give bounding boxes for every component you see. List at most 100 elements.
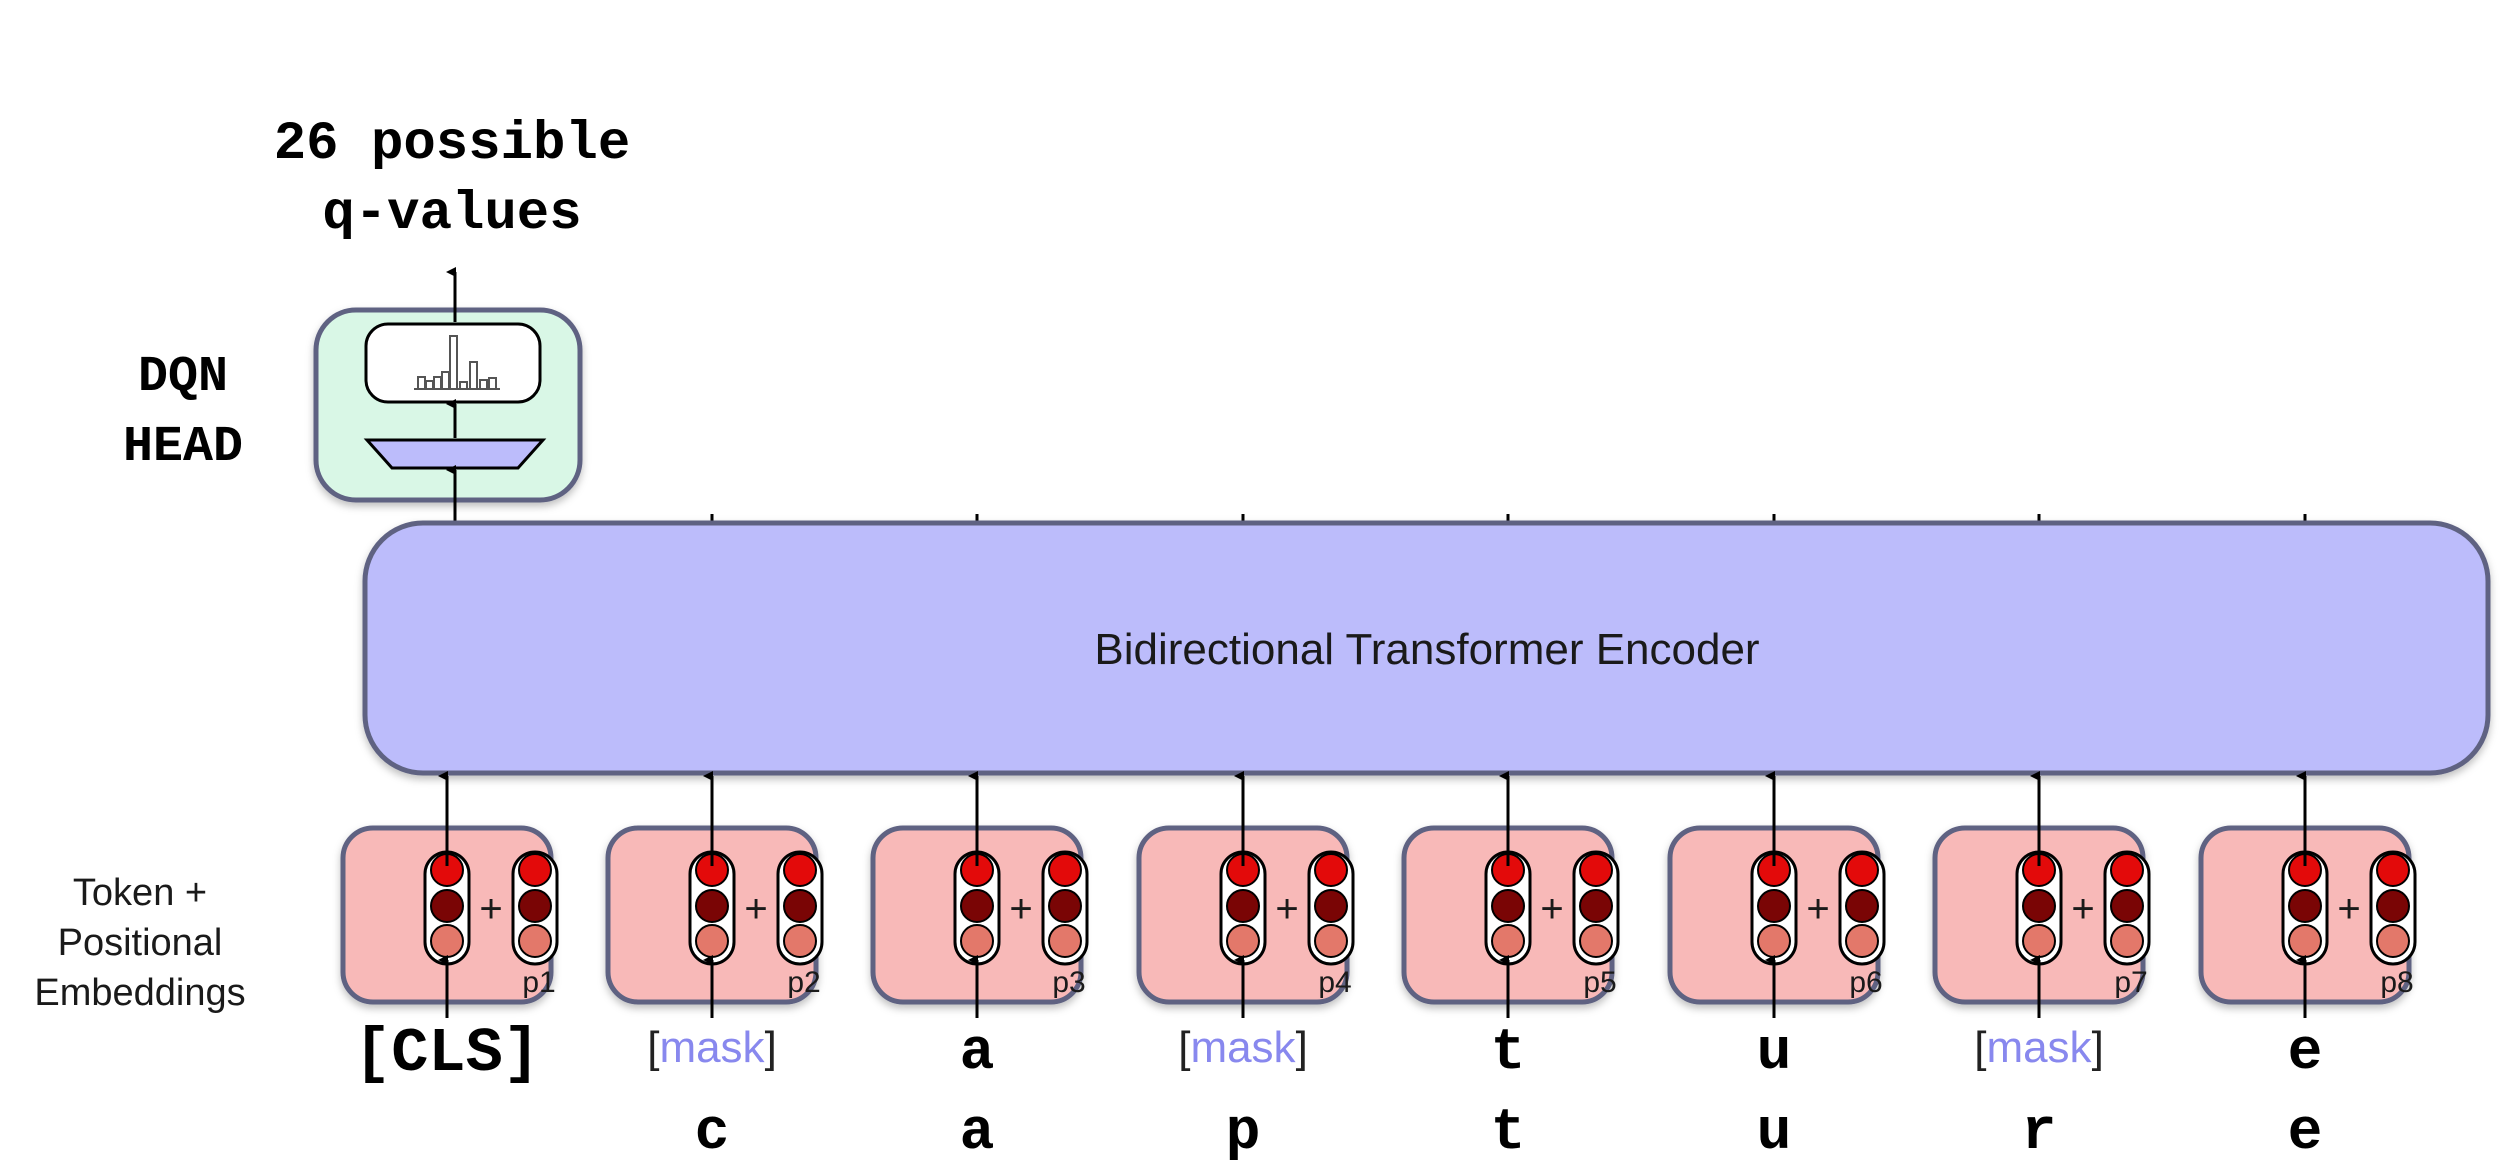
dqn-head-label-line2: HEAD	[123, 419, 243, 476]
embedding-unit	[2110, 853, 2144, 887]
embedding-plus-sign: +	[1540, 887, 1563, 931]
input-token: e	[2288, 1021, 2323, 1086]
embedding-unit	[1579, 924, 1613, 958]
q-values-histogram-icon	[414, 335, 500, 390]
target-letter: a	[960, 1101, 995, 1163]
embedding-block: + p1	[340, 771, 559, 1018]
embedding-block: + p2	[605, 771, 824, 1018]
embedding-unit	[1314, 853, 1348, 887]
mask-bracket-close: ]	[2092, 1023, 2104, 1072]
embedding-plus-sign: +	[744, 887, 767, 931]
embedding-block: + p4	[1136, 771, 1355, 1018]
input-token: a	[960, 1021, 995, 1086]
mask-bracket-open: [	[1974, 1023, 1986, 1072]
position-label: p2	[787, 966, 820, 999]
embeddings-label-line1: Token +	[73, 872, 207, 914]
target-letter: r	[2022, 1101, 2057, 1163]
target-letter: t	[1491, 1101, 1526, 1163]
input-token: u	[1757, 1021, 1792, 1086]
embedding-unit	[518, 924, 552, 958]
dqn-head	[313, 267, 583, 526]
embedding-plus-sign: +	[2337, 887, 2360, 931]
embedding-unit	[1757, 889, 1791, 923]
embedding-unit	[1314, 924, 1348, 958]
position-label: p8	[2380, 966, 2413, 999]
embedding-unit	[695, 924, 729, 958]
embedding-unit	[783, 853, 817, 887]
encoder-label: Bidirectional Transformer Encoder	[1094, 625, 1759, 674]
embedding-unit	[2376, 889, 2410, 923]
embedding-unit	[1226, 889, 1260, 923]
mask-word: mask	[1986, 1023, 2092, 1072]
embedding-unit	[783, 924, 817, 958]
input-token: t	[1491, 1021, 1526, 1086]
position-label: p4	[1318, 966, 1351, 999]
embedding-unit	[960, 889, 994, 923]
target-letter: u	[1757, 1101, 1792, 1163]
embedding-unit	[518, 889, 552, 923]
mask-bracket-close: ]	[765, 1023, 777, 1072]
embedding-unit	[2376, 853, 2410, 887]
embedding-unit	[2288, 889, 2322, 923]
embedding-block: + p5	[1401, 771, 1620, 1018]
mask-bracket-open: [	[647, 1023, 659, 1072]
embedding-unit	[783, 889, 817, 923]
mask-token: [mask]	[1974, 1023, 2104, 1072]
target-letter: p	[1226, 1101, 1261, 1163]
embedding-unit	[1048, 889, 1082, 923]
mask-word: mask	[1190, 1023, 1296, 1072]
embedding-unit	[2288, 924, 2322, 958]
position-label: p7	[2114, 966, 2147, 999]
mask-bracket-open: [	[1178, 1023, 1190, 1072]
mask-bracket-close: ]	[1296, 1023, 1308, 1072]
embedding-unit	[695, 889, 729, 923]
embedding-unit	[2376, 924, 2410, 958]
mask-word: mask	[659, 1023, 765, 1072]
embedding-unit	[1491, 889, 1525, 923]
embedding-unit	[1845, 924, 1879, 958]
embedding-unit	[430, 889, 464, 923]
output-label-line2: q-values	[322, 184, 581, 245]
embedding-block: + p3	[870, 771, 1089, 1018]
position-label: p1	[522, 966, 555, 999]
position-label: p5	[1583, 966, 1616, 999]
encoder-box	[362, 520, 2491, 776]
embedding-unit	[1314, 889, 1348, 923]
embedding-unit	[1048, 853, 1082, 887]
embedding-block: + p6	[1667, 771, 1886, 1018]
output-label-line1: 26 possible	[274, 114, 630, 175]
embedding-unit	[1579, 889, 1613, 923]
embedding-unit	[518, 853, 552, 887]
embedding-plus-sign: +	[1806, 887, 1829, 931]
embeddings-label-line2: Positional	[58, 922, 223, 964]
embedding-plus-sign: +	[2071, 887, 2094, 931]
embedding-unit	[1579, 853, 1613, 887]
embedding-unit	[960, 924, 994, 958]
embedding-unit	[430, 924, 464, 958]
embedding-plus-sign: +	[1275, 887, 1298, 931]
embedding-unit	[2022, 924, 2056, 958]
embeddings-row: + p1 + p2 + p3 + p4 + p5 + p6 + p7 + p8	[340, 771, 2417, 1018]
position-label: p6	[1849, 966, 1882, 999]
embedding-unit	[1491, 924, 1525, 958]
transformer-encoder: Bidirectional Transformer Encoder	[362, 520, 2491, 776]
mask-token: [mask]	[1178, 1023, 1308, 1072]
dqn-linear-layer	[363, 438, 547, 470]
mask-token: [mask]	[647, 1023, 777, 1072]
cls-token: [CLS]	[354, 1018, 540, 1089]
embedding-unit	[2022, 889, 2056, 923]
position-label: p3	[1052, 966, 1085, 999]
embedding-unit	[1845, 889, 1879, 923]
embedding-unit	[1226, 924, 1260, 958]
embeddings-label-line3: Embeddings	[34, 972, 245, 1014]
dqn-head-label-line1: DQN	[138, 349, 228, 406]
embedding-plus-sign: +	[1009, 887, 1032, 931]
embedding-plus-sign: +	[479, 887, 502, 931]
embedding-unit	[1048, 924, 1082, 958]
embedding-unit	[2110, 889, 2144, 923]
target-letter: e	[2288, 1101, 2323, 1163]
embedding-unit	[1757, 924, 1791, 958]
